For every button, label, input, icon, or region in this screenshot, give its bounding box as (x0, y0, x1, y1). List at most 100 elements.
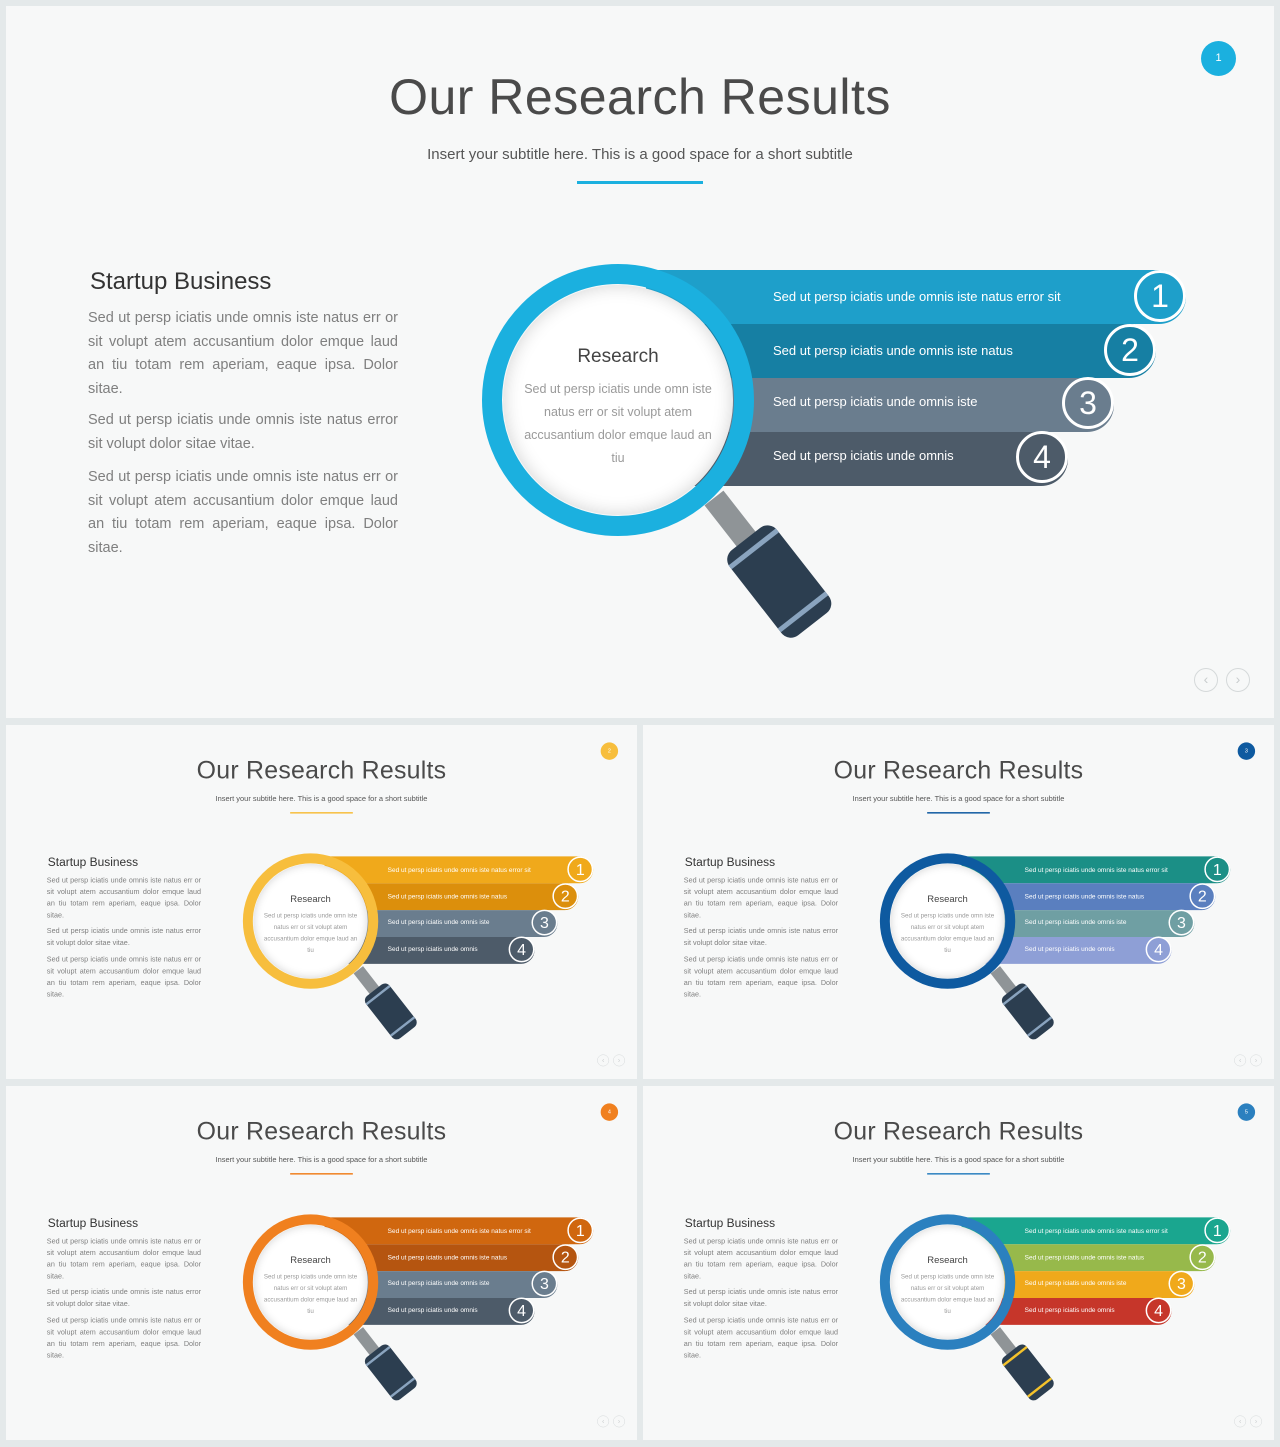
section-heading: Startup Business (684, 855, 776, 869)
section-heading: Startup Business (684, 1216, 776, 1230)
slide-subtitle: Insert your subtitle here. This is a goo… (215, 794, 428, 804)
lens-text: Sed ut persp iciatis unde omn iste natus… (900, 912, 995, 954)
result-number-3: 3 (531, 1270, 558, 1297)
title-underline (290, 812, 353, 814)
chevron-left-icon: ‹ (1203, 671, 1209, 687)
magnifier-lens (503, 285, 733, 515)
body-paragraph-3: Sed ut persp iciatis unde omnis iste nat… (683, 955, 839, 999)
result-number-1: 1 (1134, 270, 1186, 322)
result-text-3: Sed ut persp iciatis unde omnis iste (1024, 1279, 1127, 1287)
prev-slide-button[interactable]: ‹ (1234, 1415, 1247, 1428)
lens-title: Research (577, 346, 659, 367)
slide-subtitle: Insert your subtitle here. This is a goo… (852, 1155, 1065, 1165)
body-paragraph-3: Sed ut persp iciatis unde omnis iste nat… (683, 1316, 839, 1360)
lens-title: Research (290, 1255, 331, 1266)
slide-number-badge: 2 (600, 742, 619, 760)
lens-title: Research (290, 894, 331, 905)
result-text-2: Sed ut persp iciatis unde omnis iste nat… (387, 1253, 508, 1262)
slide-title: Our Research Results (833, 1117, 1084, 1146)
body-paragraph-2: Sed ut persp iciatis unde omnis iste nat… (88, 412, 398, 452)
body-paragraph-3: Sed ut persp iciatis unde omnis iste nat… (46, 1316, 202, 1360)
result-text-2: Sed ut persp iciatis unde omnis iste nat… (1024, 1253, 1145, 1262)
result-text-1: Sed ut persp iciatis unde omnis iste nat… (387, 1226, 531, 1235)
result-bar-1 (646, 270, 1186, 324)
magnifier-lens (890, 863, 1005, 979)
slide-subtitle: Insert your subtitle here. This is a goo… (215, 1155, 428, 1165)
section-heading: Startup Business (47, 855, 139, 869)
next-slide-button[interactable]: › (613, 1054, 626, 1067)
result-text-1: Sed ut persp iciatis unde omnis iste nat… (387, 865, 531, 874)
slide-title: Our Research Results (389, 69, 891, 125)
magnifier-lens (253, 1224, 368, 1340)
result-number-2: 2 (1189, 883, 1216, 910)
magnifier-lens (890, 1224, 1005, 1340)
prev-slide-button[interactable]: ‹ (597, 1415, 610, 1428)
lens-title: Research (927, 894, 968, 905)
title-underline (290, 1173, 353, 1175)
result-number-4: 4 (1145, 1297, 1172, 1324)
slide-number-badge: 1 (1201, 41, 1236, 76)
slide-thumb-blue[interactable]: Our Research Results Insert your subtitl… (643, 725, 1274, 1079)
prev-slide-button[interactable]: ‹ (597, 1054, 610, 1067)
section-heading: Startup Business (47, 1216, 139, 1230)
result-number-3: 3 (531, 909, 558, 936)
result-text-4: Sed ut persp iciatis unde omnis (387, 1305, 478, 1314)
magnifier-handle-icon (353, 966, 417, 1040)
result-bar-1 (961, 1217, 1231, 1245)
result-number-4: 4 (1145, 936, 1172, 963)
lens-text: Sed ut persp iciatis unde omn iste natus… (263, 1273, 358, 1315)
slide-canvas: Our Research Results Insert your subtitl… (6, 6, 1274, 718)
body-paragraph-2: Sed ut persp iciatis unde omnis iste nat… (683, 927, 839, 947)
section-heading: Startup Business (90, 268, 272, 295)
result-text-3: Sed ut persp iciatis unde omnis iste (387, 1279, 490, 1287)
lens-text: Sed ut persp iciatis unde omn iste natus… (263, 912, 358, 954)
chevron-right-icon: › (1235, 671, 1241, 687)
magnifier-ring (242, 1214, 379, 1350)
slide-thumb-yellow[interactable]: Our Research Results Insert your subtitl… (6, 725, 637, 1079)
chevron-right-icon: › (1254, 1055, 1258, 1064)
result-number-3: 3 (1062, 377, 1114, 429)
title-underline (927, 1173, 990, 1175)
result-text-1: Sed ut persp iciatis unde omnis iste nat… (1024, 865, 1168, 874)
slide-title: Our Research Results (833, 756, 1084, 785)
body-paragraph-2: Sed ut persp iciatis unde omnis iste nat… (46, 1288, 202, 1308)
result-text-3: Sed ut persp iciatis unde omnis iste (773, 394, 978, 409)
prev-slide-button[interactable]: ‹ (1194, 668, 1218, 692)
result-text-2: Sed ut persp iciatis unde omnis iste nat… (773, 343, 1013, 358)
body-paragraph-2: Sed ut persp iciatis unde omnis iste nat… (46, 927, 202, 947)
result-bar-1 (324, 856, 594, 884)
chevron-left-icon: ‹ (601, 1055, 605, 1064)
slide-canvas: Our Research Results Insert your subtitl… (643, 725, 1274, 1079)
result-number-1: 1 (567, 856, 594, 883)
magnifier-ring (879, 853, 1016, 989)
magnifier-handle-icon (704, 490, 832, 638)
slide-number-badge: 3 (1237, 742, 1256, 760)
lens-title: Research (927, 1255, 968, 1266)
result-text-2: Sed ut persp iciatis unde omnis iste nat… (387, 892, 508, 901)
title-underline (577, 181, 703, 184)
slide-subtitle: Insert your subtitle here. This is a goo… (427, 146, 853, 163)
slide-thumb-orange[interactable]: Our Research Results Insert your subtitl… (6, 1086, 637, 1440)
title-underline (927, 812, 990, 814)
result-number-1: 1 (1204, 1217, 1231, 1244)
next-slide-button[interactable]: › (1226, 668, 1250, 692)
result-bar-1 (324, 1217, 594, 1245)
next-slide-button[interactable]: › (613, 1415, 626, 1428)
body-paragraph-1: Sed ut persp iciatis unde omnis iste nat… (88, 310, 398, 397)
result-text-1: Sed ut persp iciatis unde omnis iste nat… (773, 289, 1061, 304)
result-text-3: Sed ut persp iciatis unde omnis iste (1024, 918, 1127, 926)
chevron-right-icon: › (1254, 1416, 1258, 1425)
result-number-4: 4 (508, 1297, 535, 1324)
prev-slide-button[interactable]: ‹ (1234, 1054, 1247, 1067)
slide-thumb-multicolor[interactable]: Our Research Results Insert your subtitl… (643, 1086, 1274, 1440)
chevron-right-icon: › (617, 1055, 621, 1064)
body-paragraph-3: Sed ut persp iciatis unde omnis iste nat… (46, 955, 202, 999)
slide-number-badge: 5 (1237, 1103, 1256, 1121)
slide-subtitle: Insert your subtitle here. This is a goo… (852, 794, 1065, 804)
result-bar-1 (961, 856, 1231, 884)
next-slide-button[interactable]: › (1250, 1054, 1263, 1067)
next-slide-button[interactable]: › (1250, 1415, 1263, 1428)
result-number-3: 3 (1168, 1270, 1195, 1297)
chevron-left-icon: ‹ (1238, 1055, 1242, 1064)
slide-number-badge: 4 (600, 1103, 619, 1121)
